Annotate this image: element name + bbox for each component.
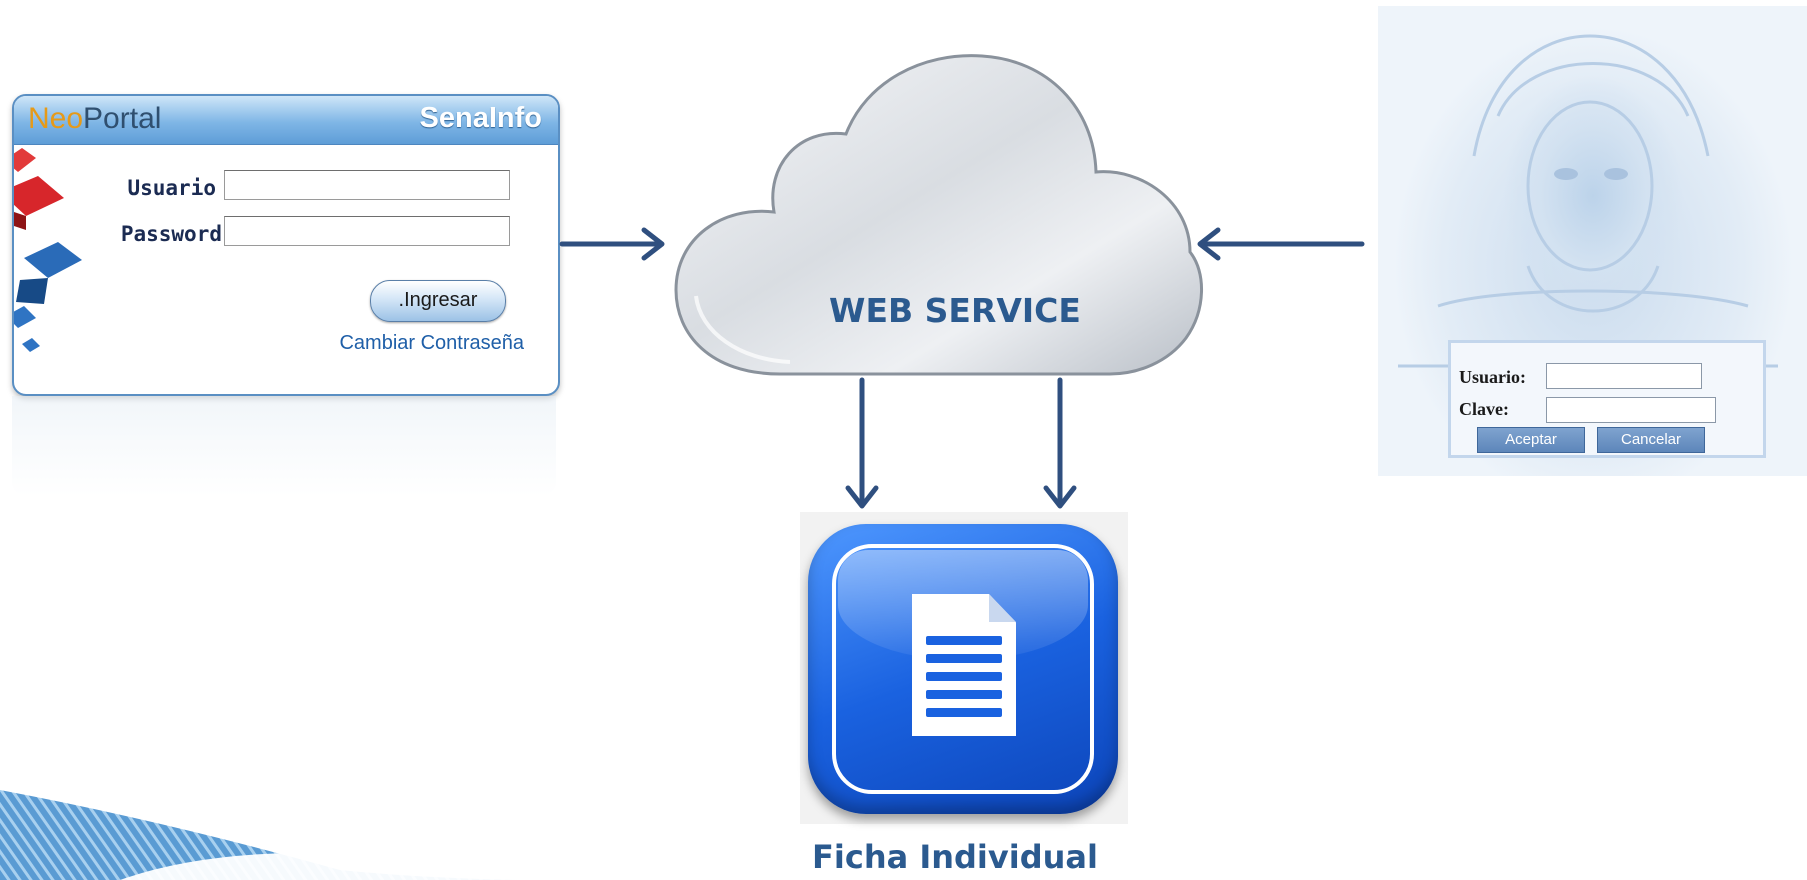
right-login-panel: Usuario: Clave: Aceptar Cancelar — [1378, 6, 1807, 476]
text-line-icon — [926, 708, 1002, 717]
clave-input[interactable] — [1546, 397, 1716, 423]
neoportal-logo: NeoPortal — [28, 102, 162, 135]
clave-label: Clave: — [1459, 399, 1509, 419]
web-service-label: WEB SERVICE — [829, 291, 1081, 330]
arrow-right-icon — [559, 227, 665, 261]
neoportal-header: NeoPortal SenaInfo — [14, 96, 558, 145]
neo-password-label: Password — [120, 222, 222, 246]
usuario-input[interactable] — [1546, 363, 1702, 389]
neo-user-input[interactable] — [224, 170, 510, 200]
text-line-icon — [926, 636, 1002, 645]
right-login-form: Usuario: Clave: Aceptar Cancelar — [1448, 340, 1766, 458]
neo-password-input[interactable] — [224, 216, 510, 246]
neoportal-login-panel: NeoPortal SenaInfo Usuario Password .Ing… — [12, 94, 560, 396]
arrow-down-icon — [1043, 377, 1077, 509]
neo-user-label: Usuario — [127, 176, 216, 200]
neoportal-reflection — [12, 396, 556, 496]
document-icon — [808, 524, 1118, 814]
ficha-individual-label: Ficha Individual — [812, 838, 1098, 876]
usuario-label: Usuario: — [1459, 367, 1526, 387]
cancelar-button[interactable]: Cancelar — [1597, 427, 1705, 453]
change-password-link[interactable]: Cambiar Contraseña — [339, 332, 524, 354]
aceptar-button[interactable]: Aceptar — [1477, 427, 1585, 453]
text-line-icon — [926, 690, 1002, 699]
senainfo-title: SenaInfo — [419, 102, 542, 134]
icon-ring — [832, 544, 1094, 794]
arrow-down-icon — [845, 377, 879, 509]
web-service-cloud-icon — [674, 54, 1203, 376]
ingresar-button[interactable]: .Ingresar — [370, 280, 506, 322]
decorative-corner — [0, 790, 520, 880]
arrow-left-icon — [1197, 227, 1365, 261]
decorative-cubes-icon — [14, 148, 82, 352]
text-line-icon — [926, 672, 1002, 681]
text-line-icon — [926, 654, 1002, 663]
